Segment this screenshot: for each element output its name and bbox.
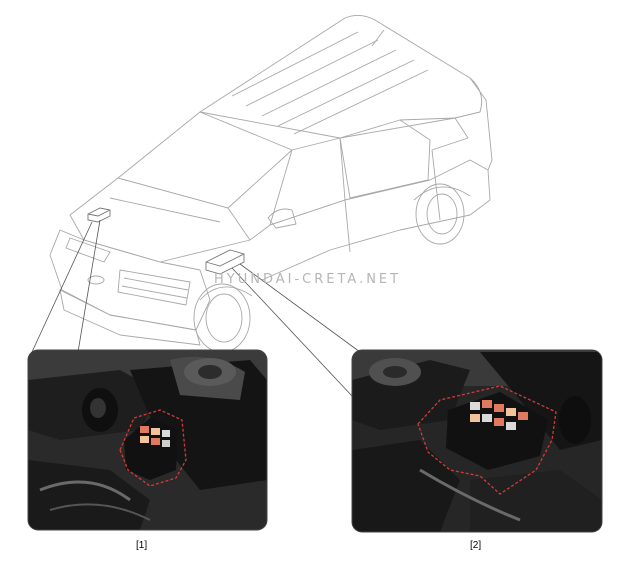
caption-panel-2: [2]: [470, 540, 482, 551]
leader-lines: [31, 219, 361, 397]
caption-panel-1: [1]: [136, 540, 148, 551]
car-illustration: [49, 15, 493, 353]
photo-panel-2: [351, 349, 603, 533]
location-box-2: [205, 249, 245, 275]
photo-panel-1: [27, 349, 268, 531]
watermark-text: HYUNDAI-CRETA.NET: [214, 272, 402, 287]
location-box-1: [87, 207, 111, 223]
